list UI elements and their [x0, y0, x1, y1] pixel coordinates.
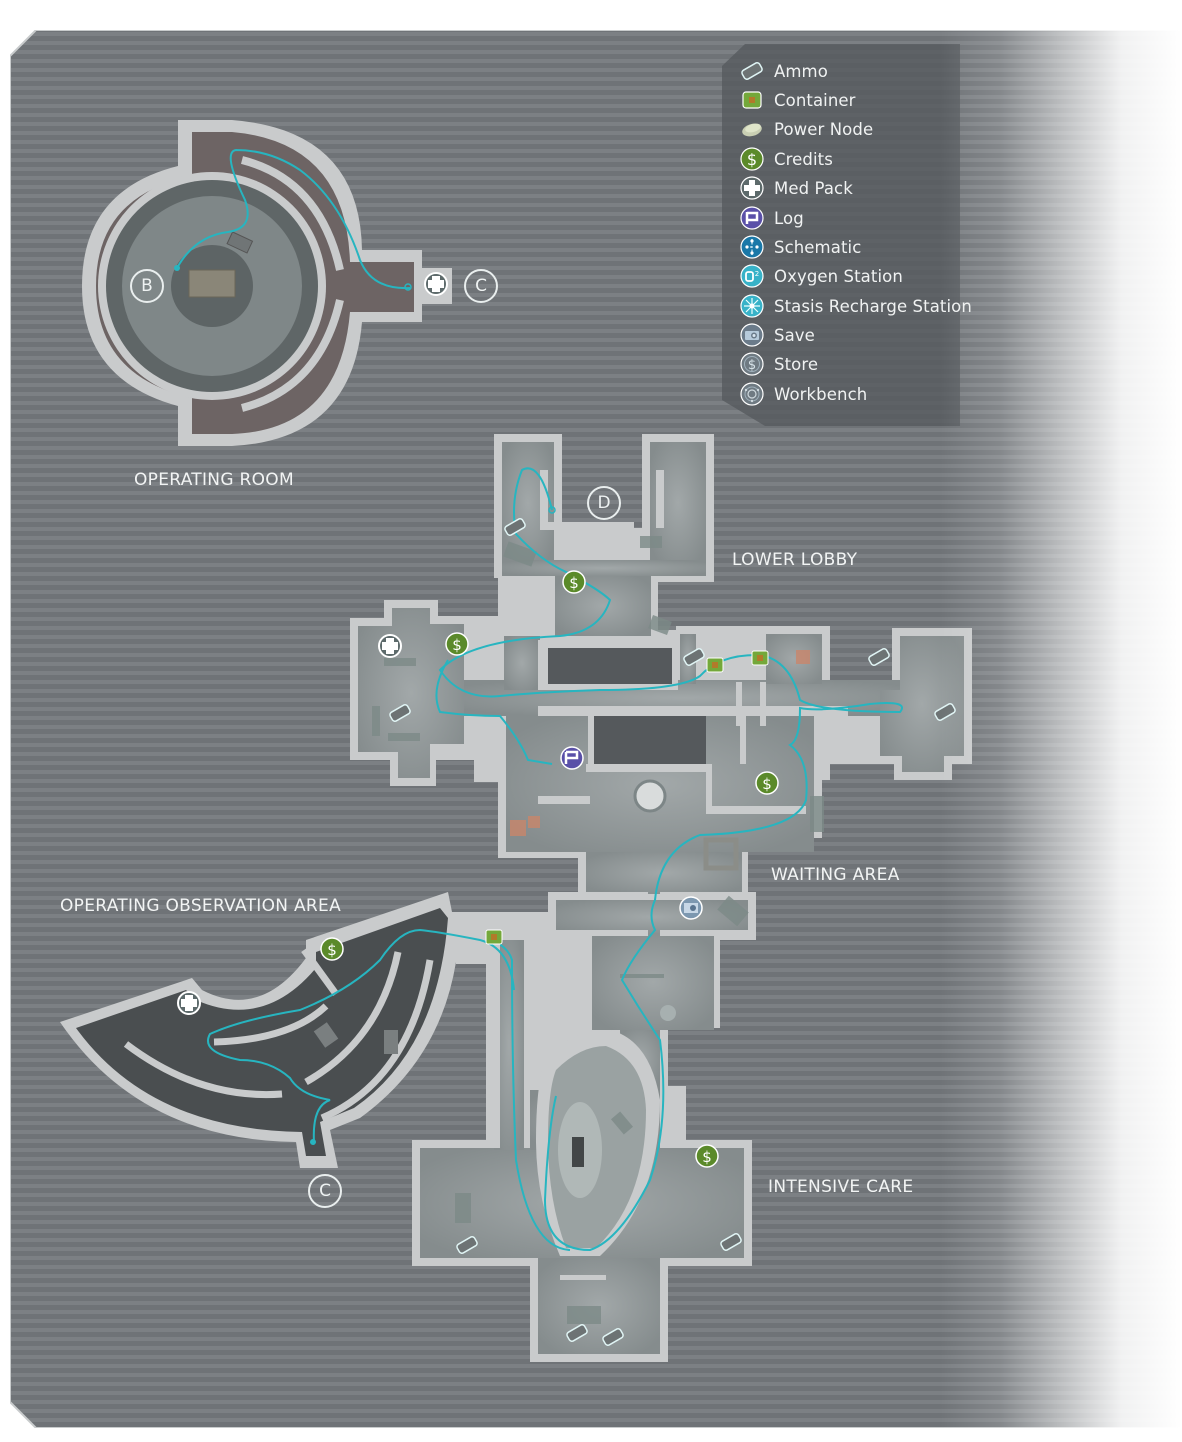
schematic-icon — [740, 235, 764, 259]
legend-item-oxygen-station: 2 Oxygen Station — [740, 263, 903, 289]
map-canvas: $ $ $ $ $ — [10, 30, 1182, 1428]
legend-label: Container — [774, 90, 856, 110]
svg-text:$: $ — [748, 358, 756, 373]
legend-item-power-node: Power Node — [740, 116, 873, 142]
svg-text:$: $ — [702, 1148, 712, 1166]
route-path — [176, 148, 411, 290]
area-label-operating-room: OPERATING ROOM — [134, 470, 294, 490]
legend-label: Stasis Recharge Station — [774, 296, 972, 316]
area-label-lower-lobby: LOWER LOBBY — [732, 550, 858, 570]
svg-text:$: $ — [452, 636, 462, 654]
legend-label: Save — [774, 325, 815, 345]
legend-label: Schematic — [774, 237, 862, 257]
waypoint-marker-c: C — [308, 1174, 342, 1208]
svg-text:$: $ — [747, 150, 757, 169]
stasis-recharge-station-icon — [740, 294, 764, 318]
legend-label: Ammo — [774, 61, 828, 81]
save-icon — [740, 323, 764, 347]
log-icon — [740, 206, 764, 230]
oxygen-station-icon: 2 — [740, 264, 764, 288]
legend: Ammo Container Power Node $ Credits Med … — [722, 44, 1042, 426]
legend-label: Oxygen Station — [774, 266, 903, 286]
container-icon — [485, 650, 769, 945]
svg-text:$: $ — [762, 775, 772, 793]
legend-item-stasis-recharge-station: Stasis Recharge Station — [740, 293, 972, 319]
legend-label: Credits — [774, 149, 833, 169]
save-icon — [679, 896, 703, 920]
workbench-icon — [740, 382, 764, 406]
route-path — [207, 928, 515, 1143]
legend-item-store: $ Store — [740, 351, 818, 377]
legend-label: Workbench — [774, 384, 868, 404]
store-icon: $ — [740, 352, 764, 376]
power-node-icon — [742, 123, 762, 137]
legend-label: Log — [774, 208, 804, 228]
area-label-operating-observation-area: OPERATING OBSERVATION AREA — [60, 896, 342, 916]
container-icon — [742, 91, 762, 109]
med-pack-icon — [378, 634, 402, 658]
waypoint-marker-b: B — [130, 269, 164, 303]
map-panel: $ $ $ $ $ OPERATING ROOM LOWER LOBBY WAI… — [10, 30, 1182, 1428]
legend-label: Med Pack — [774, 178, 853, 198]
operating-room-map — [82, 120, 452, 446]
legend-item-container: Container — [740, 87, 856, 113]
route-path — [438, 467, 903, 1252]
area-label-waiting-area: WAITING AREA — [771, 865, 900, 885]
legend-item-med-pack: Med Pack — [740, 175, 853, 201]
svg-text:$: $ — [569, 574, 579, 592]
legend-item-log: Log — [740, 205, 804, 231]
observation-area-map — [60, 892, 515, 1168]
credits-icon: $ $ $ $ $ — [320, 570, 779, 1168]
route-path — [435, 659, 553, 765]
map-icons: $ $ $ $ $ — [177, 272, 956, 1346]
waypoint-marker-c: C — [464, 269, 498, 303]
med-pack-icon — [424, 272, 448, 296]
med-pack-icon — [740, 176, 764, 200]
legend-item-credits: $ Credits — [740, 146, 833, 172]
svg-text:$: $ — [327, 941, 337, 959]
credits-icon: $ — [740, 147, 764, 171]
legend-item-save: Save — [740, 322, 815, 348]
waypoint-marker-d: D — [587, 486, 621, 520]
legend-item-workbench: Workbench — [740, 381, 867, 407]
ammo-icon — [741, 62, 763, 80]
svg-text:2: 2 — [755, 270, 759, 278]
med-pack-icon — [177, 991, 201, 1015]
legend-label: Power Node — [774, 119, 874, 139]
legend-item-ammo: Ammo — [740, 58, 828, 84]
legend-label: Store — [774, 354, 819, 374]
log-icon — [560, 746, 584, 770]
area-label-intensive-care: INTENSIVE CARE — [768, 1177, 914, 1197]
legend-item-schematic: Schematic — [740, 234, 861, 260]
legend-background — [722, 44, 960, 426]
route-path — [469, 933, 571, 1251]
